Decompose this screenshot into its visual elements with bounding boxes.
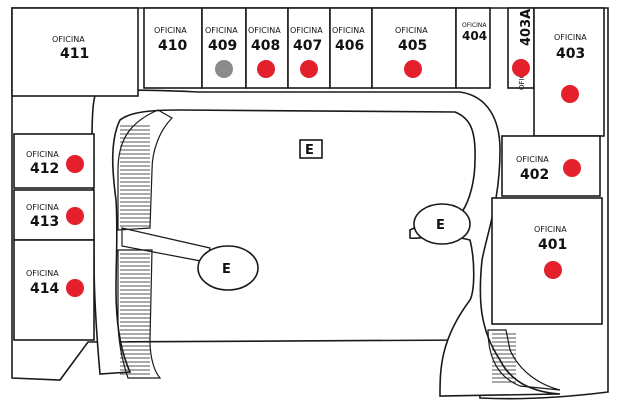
- svg-text:412: 412: [30, 161, 59, 177]
- svg-text:405: 405: [398, 38, 427, 54]
- office-405[interactable]: OFICINA 405: [395, 26, 428, 78]
- svg-text:OFICINA: OFICINA: [332, 26, 365, 35]
- office-404[interactable]: OFICINA 404: [462, 22, 487, 43]
- elevator-box-label: E: [305, 143, 314, 158]
- stairs-right: [487, 329, 561, 391]
- elevator-left-label: E: [222, 262, 231, 277]
- svg-text:OFICINA: OFICINA: [516, 155, 549, 164]
- svg-text:407: 407: [293, 38, 322, 54]
- svg-text:409: 409: [208, 38, 237, 54]
- svg-text:OFICINA: OFICINA: [154, 26, 187, 35]
- office-412[interactable]: OFICINA 412: [26, 150, 84, 177]
- svg-text:410: 410: [158, 38, 187, 54]
- status-dot: [561, 85, 579, 103]
- svg-text:OFICINA: OFICINA: [205, 26, 238, 35]
- svg-text:413: 413: [30, 214, 59, 230]
- office-406[interactable]: OFICINA 406: [332, 26, 365, 54]
- office-409[interactable]: OFICINA 409: [205, 26, 238, 78]
- svg-text:OFICINA: OFICINA: [290, 26, 323, 35]
- office-411[interactable]: OFICINA 411: [52, 35, 89, 62]
- svg-text:411: 411: [60, 46, 89, 62]
- elevator-box: [299, 139, 323, 159]
- status-dot: [215, 60, 233, 78]
- status-dot: [404, 60, 422, 78]
- svg-text:OFICINA: OFICINA: [395, 26, 428, 35]
- elevator-right-label: E: [436, 218, 445, 233]
- svg-text:OFICINA: OFICINA: [534, 225, 567, 234]
- elevator-right: [413, 203, 471, 245]
- office-413[interactable]: OFICINA 413: [26, 203, 84, 230]
- office-408[interactable]: OFICINA 408: [248, 26, 281, 78]
- svg-text:402: 402: [520, 167, 549, 183]
- status-dot: [544, 261, 562, 279]
- svg-text:403: 403: [556, 46, 585, 62]
- status-dot: [66, 279, 84, 297]
- office-407[interactable]: OFICINA 407: [290, 26, 323, 78]
- office-403[interactable]: OFICINA 403: [554, 33, 587, 103]
- office-414[interactable]: OFICINA 414: [26, 269, 84, 297]
- svg-text:OFICINA: OFICINA: [554, 33, 587, 42]
- svg-text:OFICINA: OFICINA: [26, 150, 59, 159]
- svg-text:414: 414: [30, 281, 59, 297]
- office-walls: [11, 7, 605, 341]
- status-dot: [257, 60, 275, 78]
- svg-text:401: 401: [538, 237, 567, 253]
- svg-text:404: 404: [462, 29, 487, 43]
- status-dot: [512, 59, 530, 77]
- svg-text:OFICINA: OFICINA: [52, 35, 85, 44]
- elevator-left: [197, 245, 259, 291]
- svg-text:OFICINA: OFICINA: [26, 269, 59, 278]
- svg-text:OFICINA: OFICINA: [26, 203, 59, 212]
- office-401[interactable]: OFICINA 401: [534, 225, 567, 279]
- svg-text:408: 408: [251, 38, 280, 54]
- svg-text:OFICINA: OFICINA: [248, 26, 281, 35]
- svg-text:406: 406: [335, 38, 364, 54]
- stairs-left: [117, 109, 173, 379]
- office-402[interactable]: OFICINA 402: [516, 155, 581, 183]
- svg-text:OFICINA: OFICINA: [462, 22, 487, 29]
- svg-text:403A: 403A: [519, 9, 534, 46]
- office-403a[interactable]: OFICINA 403A: [512, 9, 534, 90]
- office-410[interactable]: OFICINA 410: [154, 26, 187, 54]
- status-dot: [66, 207, 84, 225]
- status-dot: [300, 60, 318, 78]
- status-dot: [66, 155, 84, 173]
- status-dot: [563, 159, 581, 177]
